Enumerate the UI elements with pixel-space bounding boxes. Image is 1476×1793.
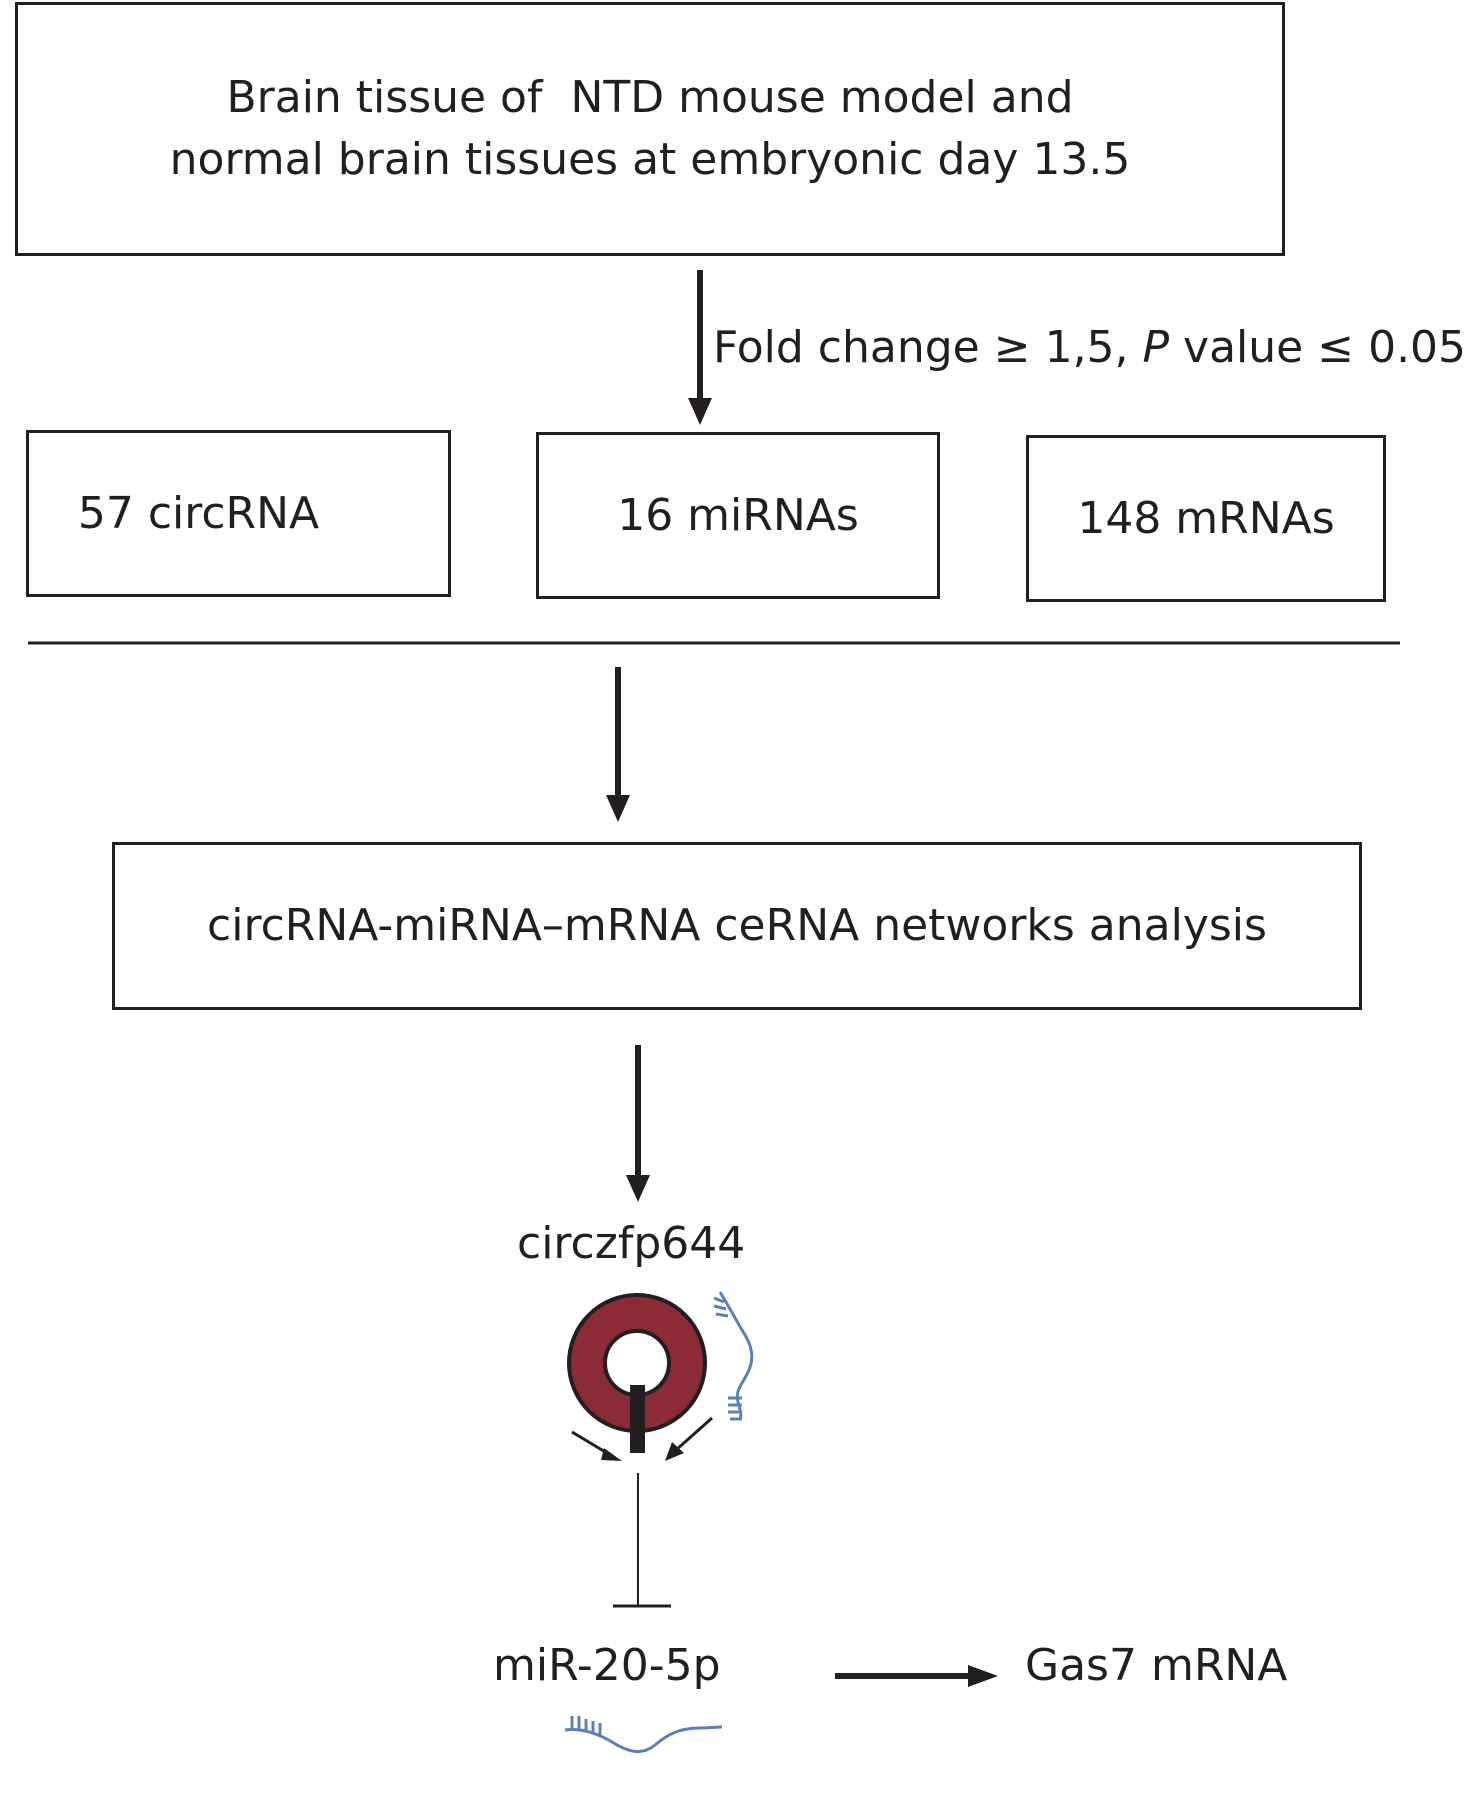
bound-mirna-strand-icon [713, 1291, 754, 1421]
mirna-count-label: 16 miRNAs [617, 489, 859, 541]
circrna-count-label: 57 circRNA [77, 487, 320, 539]
arrow-down-2 [606, 667, 630, 822]
mirna-name-label: miR-20-5p [493, 1640, 721, 1691]
arrow-down-1 [688, 270, 712, 425]
arrow-down-3 [626, 1045, 650, 1202]
filter-condition: Fold change ≥ 1,5, P value ≤ 0.05 [713, 322, 1466, 373]
converging-arrows [571, 1416, 713, 1461]
network-analysis-label: circRNA-miRNA–mRNA ceRNA networks analys… [207, 900, 1267, 952]
mrna-count-box: 148 mRNAs [1026, 435, 1386, 602]
arrow-right-target [835, 1665, 998, 1687]
condition-suffix: value ≤ 0.05 [1169, 322, 1467, 373]
condition-prefix: Fold change ≥ 1,5, [713, 322, 1143, 373]
network-analysis-box: circRNA-miRNA–mRNA ceRNA networks analys… [112, 842, 1362, 1010]
mrna-count-label: 148 mRNAs [1077, 492, 1335, 544]
mirna-strand-icon [564, 1716, 723, 1754]
source-tissue-box: Brain tissue of NTD mouse model and norm… [15, 2, 1285, 256]
inhibition-bar [613, 1473, 671, 1608]
condition-p-symbol: P [1142, 322, 1170, 373]
source-tissue-line2: normal brain tissues at embryonic day 13… [169, 134, 1131, 185]
source-tissue-line1: Brain tissue of NTD mouse model and [226, 72, 1074, 124]
mirna-count-box: 16 miRNAs [536, 432, 940, 599]
circrna-count-box: 57 circRNA [26, 430, 451, 597]
target-mrna-label: Gas7 mRNA [1025, 1640, 1288, 1691]
circrna-ring-icon [567, 1293, 707, 1453]
circrna-name-label: circzfp644 [517, 1218, 746, 1269]
source-tissue-text: Brain tissue of NTD mouse model and norm… [170, 67, 1131, 190]
